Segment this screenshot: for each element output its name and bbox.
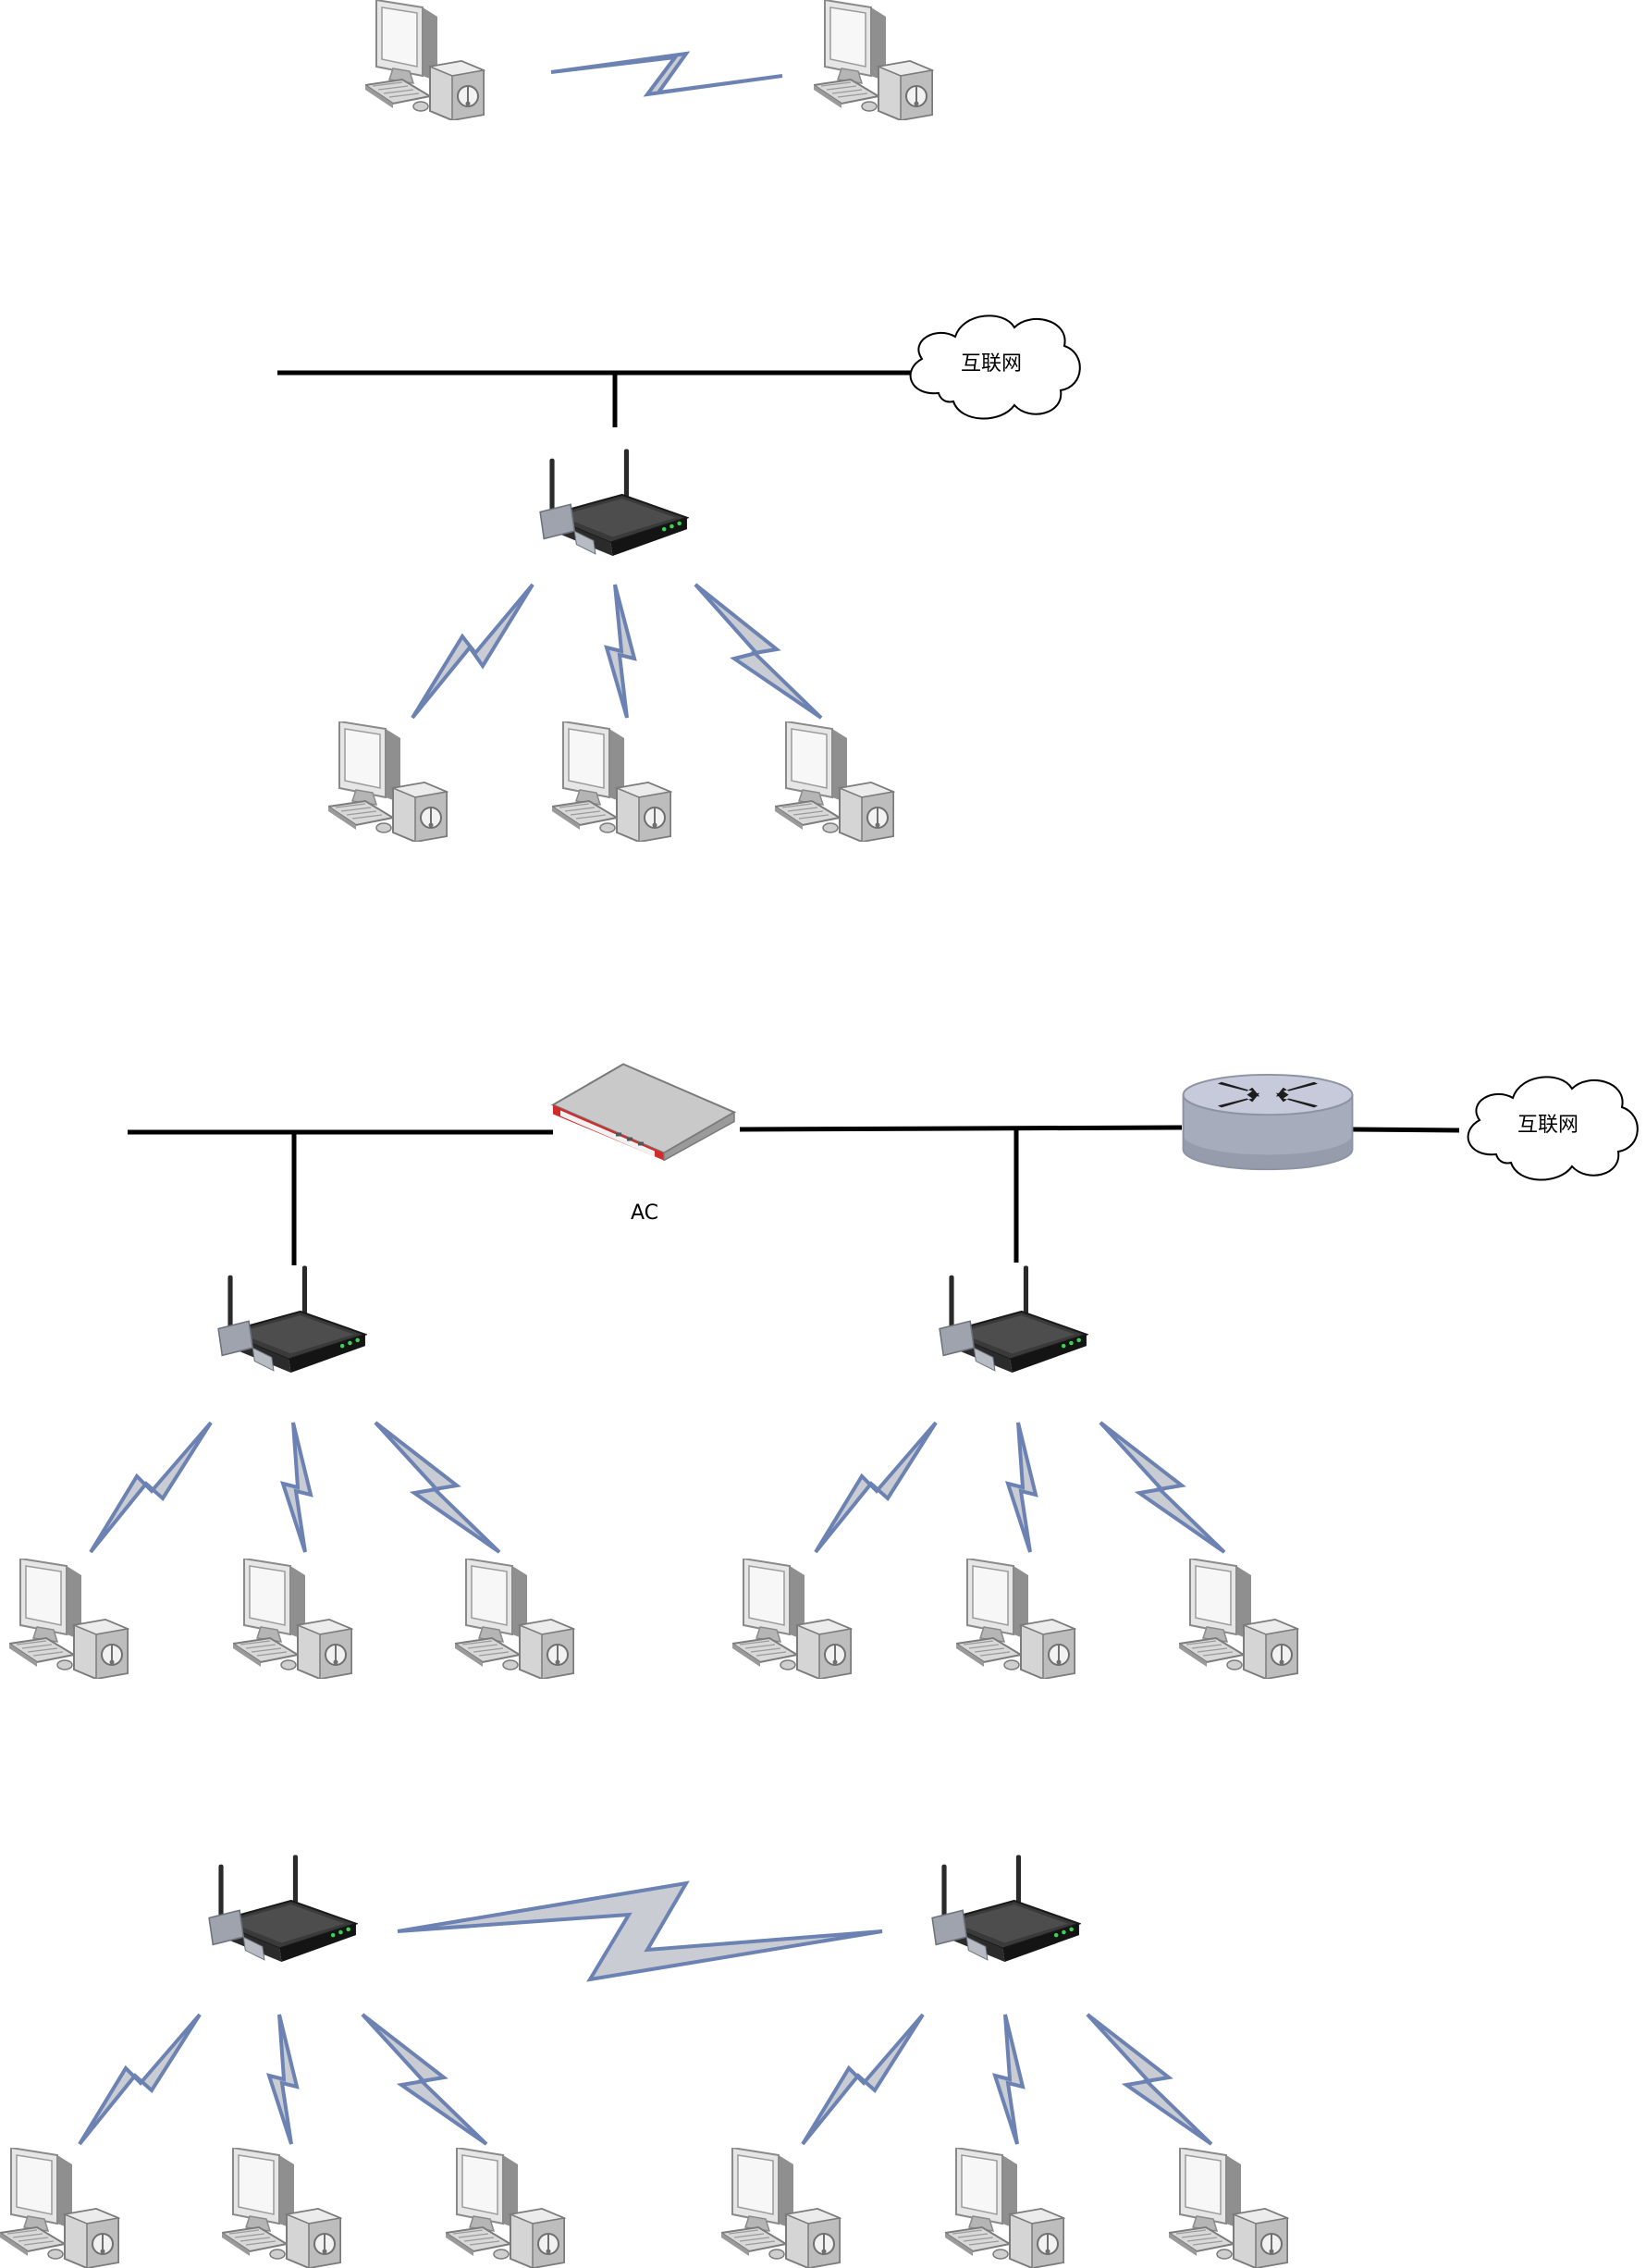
lightning-link-icon (279, 1422, 313, 1553)
computer-icon (956, 1559, 1075, 1679)
wireless-router-icon (217, 1265, 366, 1374)
section-wireless-bridge (0, 1855, 1288, 2268)
lightning-link-icon (801, 2013, 925, 2146)
lightning-link-icon (89, 1421, 213, 1554)
access-controller-icon (551, 1063, 736, 1161)
internet-label: 互联网 (961, 352, 1022, 376)
computer-icon (0, 2148, 119, 2268)
wireless-router-icon (939, 1265, 1087, 1374)
cloud-icon: 互联网 (909, 314, 1081, 420)
lightning-link-icon (411, 583, 534, 720)
lightning-link-icon (361, 2013, 488, 2146)
wireless-router-icon (208, 1855, 357, 1964)
uplink-wire (1351, 1127, 1460, 1133)
lightning-link-icon (374, 1421, 501, 1554)
computer-icon (9, 1559, 129, 1679)
computer-icon (328, 721, 448, 842)
lightning-link-icon (550, 51, 783, 97)
cloud-icon: 互联网 (1467, 1076, 1639, 1181)
lightning-link-icon (814, 1421, 938, 1554)
computer-icon (222, 2148, 341, 2268)
computer-icon (1179, 1559, 1298, 1679)
lightning-link-icon (1086, 2013, 1213, 2146)
computer-icon (721, 2148, 841, 2268)
lightning-link-icon (1099, 1421, 1226, 1554)
lightning-link-icon (604, 584, 637, 719)
computer-icon (455, 1559, 574, 1679)
lightning-link-icon (1004, 1422, 1038, 1553)
wireless-router-icon (931, 1855, 1080, 1964)
computer-icon (775, 721, 894, 842)
computer-icon (446, 2148, 565, 2268)
backbone-wire-right (739, 1125, 1183, 1132)
router-icon (1182, 1073, 1354, 1171)
lightning-link-icon (265, 2014, 300, 2145)
section-ad-hoc (365, 0, 933, 120)
ac-label: AC (631, 1202, 658, 1225)
section-ac-managed: AC 互联网 (9, 1063, 1639, 1679)
section-single-ap: 互联网 (277, 314, 1081, 842)
lightning-link-icon (694, 583, 823, 720)
computer-icon (233, 1559, 352, 1679)
wireless-router-icon (539, 449, 688, 558)
computer-icon (552, 721, 671, 842)
computer-icon (1169, 2148, 1288, 2268)
lightning-link-icon (397, 1880, 883, 1982)
computer-icon (365, 0, 485, 120)
lightning-link-icon (991, 2014, 1026, 2145)
computer-icon (814, 0, 933, 120)
internet-label: 互联网 (1517, 1114, 1578, 1137)
computer-icon (732, 1559, 852, 1679)
computer-icon (945, 2148, 1064, 2268)
lightning-link-icon (78, 2013, 202, 2146)
